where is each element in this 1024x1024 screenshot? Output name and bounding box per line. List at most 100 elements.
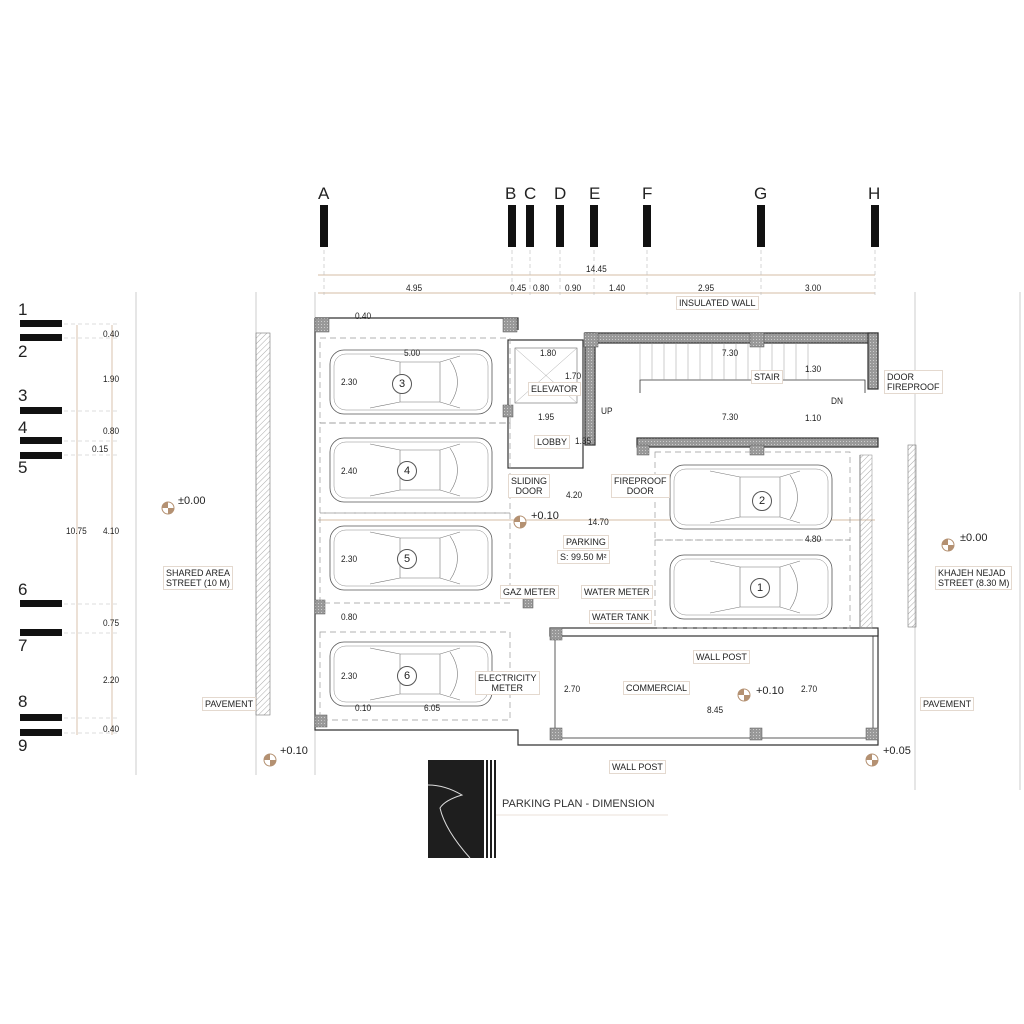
label-line: SLIDING xyxy=(511,476,548,486)
dim: 7.30 xyxy=(722,348,739,358)
grid-axis-g: G xyxy=(754,184,768,203)
grid-row-2: 2 xyxy=(18,342,28,361)
dim-f-g: 2.95 xyxy=(698,283,715,293)
columns xyxy=(314,317,879,741)
building-walls xyxy=(314,317,879,746)
water-meter-label: WATER METER xyxy=(581,585,653,599)
dim: 1.95 xyxy=(538,412,555,422)
dim: 2.40 xyxy=(341,466,358,476)
label-line: KHAJEH NEJAD xyxy=(938,568,1006,578)
parking-space-4: 4 xyxy=(397,461,417,481)
dim-6-7: 0.75 xyxy=(103,618,120,628)
parking-label: PARKING xyxy=(563,535,609,549)
dim-a-b: 4.95 xyxy=(406,283,423,293)
gaz-meter-label: GAZ METER xyxy=(500,585,559,599)
pavement-right-label: PAVEMENT xyxy=(920,697,975,711)
level-commercial: +0.10 xyxy=(756,685,784,697)
dim-3-4: 0.80 xyxy=(103,426,120,436)
label-line: SHARED AREA xyxy=(166,568,231,578)
firm-logo xyxy=(427,760,668,859)
stair-up-label: UP xyxy=(601,406,613,416)
insulated-wall-label: INSULATED WALL xyxy=(676,296,759,310)
grid-row-1: 1 xyxy=(18,300,28,319)
stair-treads xyxy=(639,343,809,380)
grid-row-3: 3 xyxy=(18,386,28,405)
parking-space-5: 5 xyxy=(397,549,417,569)
dim: 4.20 xyxy=(566,490,583,500)
grid-axis-e: E xyxy=(589,184,601,203)
dim: 6.05 xyxy=(424,703,441,713)
grid-row-7: 7 xyxy=(18,636,28,655)
level-bottom-right: +0.05 xyxy=(883,745,911,757)
dim-1-2: 0.40 xyxy=(103,329,120,339)
grid-axis-f: F xyxy=(642,184,653,203)
dim: 2.30 xyxy=(341,554,358,564)
grid-axis-a: A xyxy=(318,184,330,203)
dim: 5.00 xyxy=(404,348,421,358)
grid-row-8: 8 xyxy=(18,692,28,711)
level-parking: +0.10 xyxy=(531,510,559,522)
dim: 4.80 xyxy=(805,534,822,544)
dim: 14.70 xyxy=(588,517,609,527)
grid-row-bars xyxy=(20,320,62,736)
label-line: DOOR xyxy=(887,372,914,382)
pavement-left-label: PAVEMENT xyxy=(202,697,257,711)
dim-4-5: 0.15 xyxy=(92,444,109,454)
dim: 2.30 xyxy=(341,377,358,387)
dim: 0.80 xyxy=(341,612,358,622)
level-markers xyxy=(161,501,955,767)
level-right-street: ±0.00 xyxy=(960,532,988,544)
label-line: FIREPROOF xyxy=(614,476,667,486)
grid-axis-d: D xyxy=(554,184,567,203)
level-bottom-left: +0.10 xyxy=(280,745,308,757)
dim: 1.30 xyxy=(805,364,822,374)
dim: 1.80 xyxy=(540,348,557,358)
lobby-label: LOBBY xyxy=(534,435,571,449)
elevator-label: ELEVATOR xyxy=(528,382,581,396)
grid-row-6: 6 xyxy=(18,580,28,599)
grid-row-9: 9 xyxy=(18,736,28,755)
label-line: STREET (10 M) xyxy=(166,578,230,588)
commercial-label: COMMERCIAL xyxy=(623,681,691,695)
parking-area: S: 99.50 M² xyxy=(557,550,610,564)
dim: 2.70 xyxy=(801,684,818,694)
label-line: DOOR xyxy=(626,486,654,496)
dim-2-3: 1.90 xyxy=(103,374,120,384)
dim-8-9: 0.40 xyxy=(103,724,120,734)
grid-axis-h: H xyxy=(868,184,881,203)
grid-axis-b: B xyxy=(505,184,517,203)
dim: 1.10 xyxy=(805,413,822,423)
dim: 0.10 xyxy=(355,703,372,713)
grid-row-5: 5 xyxy=(18,458,28,477)
drawing-title: PARKING PLAN - DIMENSION xyxy=(502,798,655,810)
grid-axis-bars xyxy=(320,205,879,247)
dim: 1.35 xyxy=(575,436,592,446)
dim: 8.45 xyxy=(707,705,724,715)
stair-label: STAIR xyxy=(751,370,783,384)
dim-c-d: 0.80 xyxy=(533,283,550,293)
dim-g-h: 3.00 xyxy=(805,283,822,293)
pavement-right xyxy=(907,444,917,628)
dim: 0.40 xyxy=(355,311,372,321)
dim-5-6: 4.10 xyxy=(103,526,120,536)
dim: 1.70 xyxy=(565,371,582,381)
grid-row-4: 4 xyxy=(18,418,28,437)
parking-space-1: 1 xyxy=(750,578,770,598)
dim: 2.30 xyxy=(341,671,358,681)
stair-down-label: DN xyxy=(831,396,843,406)
grid-guides xyxy=(64,250,876,734)
water-tank-label: WATER TANK xyxy=(589,610,653,624)
dim-b-c: 0.45 xyxy=(510,283,527,293)
label-line: METER xyxy=(491,683,524,693)
dim-total-width: 14.45 xyxy=(586,264,607,274)
dim-d-e: 0.90 xyxy=(565,283,582,293)
wall-post-bottom-label: WALL POST xyxy=(609,760,666,774)
pavement-left xyxy=(255,332,271,716)
level-left-street: ±0.00 xyxy=(178,495,206,507)
